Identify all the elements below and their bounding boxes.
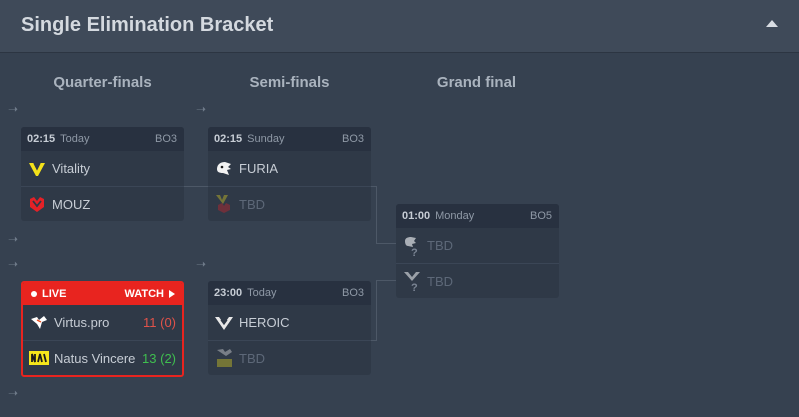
match-time: 01:00	[402, 210, 431, 222]
team-row[interactable]: TBD	[208, 186, 371, 221]
team-row[interactable]: FURIA	[208, 151, 371, 186]
match-time: 23:00	[214, 287, 243, 299]
match-header: 02:15 Today BO3	[21, 127, 184, 151]
panel-title: Single Elimination Bracket	[21, 14, 274, 36]
stage-label-grand-final: Grand final	[436, 74, 517, 91]
match-format: BO3	[341, 133, 364, 145]
match-header: 02:15 Sunday BO3	[208, 127, 371, 151]
team-name: TBD	[239, 350, 265, 366]
match-sf1[interactable]: 02:15 Sunday BO3 FURIA TBD	[208, 127, 371, 221]
bracket-header: Single Elimination Bracket	[0, 0, 799, 53]
team-name: Vitality	[52, 161, 91, 176]
virtus-pro-logo-icon	[29, 313, 49, 333]
match-grand-final[interactable]: 01:00 Monday BO5 ? TBD ? TBD	[396, 204, 559, 298]
team-name: TBD	[239, 196, 265, 212]
arrow-right-icon: ➝	[196, 257, 207, 271]
heroic-logo-icon	[214, 313, 234, 333]
connector-line	[376, 186, 396, 244]
team-row[interactable]: Natus Vincere 13 (2)	[23, 340, 182, 375]
match-day: Monday	[435, 210, 475, 222]
team-row[interactable]: Vitality	[21, 151, 184, 186]
watch-button[interactable]: WATCH	[124, 288, 175, 300]
connector-line	[376, 280, 396, 340]
unknown-team-icon	[214, 194, 234, 214]
arrow-right-icon: ➝	[8, 102, 19, 116]
arrow-right-icon: ➝	[8, 386, 19, 400]
match-sf2[interactable]: 23:00 Today BO3 HEROIC TBD	[208, 281, 371, 375]
arrow-right-icon: ➝	[8, 232, 19, 246]
arrow-right-icon: ➝	[8, 257, 19, 271]
match-header: 01:00 Monday BO5	[396, 204, 559, 228]
team-score: 13 (2)	[142, 350, 176, 366]
team-row[interactable]: HEROIC	[208, 305, 371, 340]
team-score: 11 (0)	[142, 315, 176, 330]
svg-text:?: ?	[411, 282, 418, 292]
match-day: Today	[60, 133, 90, 145]
team-name: Virtus.pro	[54, 315, 110, 330]
arrow-right-icon: ➝	[196, 102, 207, 116]
team-name: HEROIC	[239, 315, 290, 330]
stage-label-quarter-finals: Quarter-finals	[53, 74, 152, 91]
team-name: TBD	[427, 238, 453, 253]
live-status: LIVE	[31, 288, 66, 300]
furia-logo-icon	[214, 159, 234, 179]
unknown-team-icon: ?	[402, 271, 422, 292]
live-header: LIVE WATCH	[23, 283, 182, 305]
vitality-logo-icon	[27, 159, 47, 179]
navi-logo-icon	[29, 348, 49, 368]
connector-line	[371, 340, 377, 341]
team-row[interactable]: MOUZ	[21, 186, 184, 221]
collapse-chevron-up-icon[interactable]	[766, 20, 778, 27]
team-row[interactable]: ? TBD	[396, 228, 559, 263]
team-name: MOUZ	[52, 196, 91, 212]
match-time: 02:15	[214, 133, 243, 145]
team-row[interactable]: Virtus.pro 11 (0)	[23, 305, 182, 340]
unknown-team-icon: ?	[402, 236, 422, 257]
team-name: Natus Vincere	[54, 350, 136, 366]
match-qf1[interactable]: 02:15 Today BO3 Vitality MOUZ	[21, 127, 184, 221]
match-header: 23:00 Today BO3	[208, 281, 371, 305]
team-row[interactable]: TBD	[208, 340, 371, 375]
stage-label-semi-finals: Semi-finals	[249, 74, 330, 91]
team-row[interactable]: ? TBD	[396, 263, 559, 298]
mouz-logo-icon	[27, 194, 47, 214]
match-day: Sunday	[247, 133, 285, 145]
match-time: 02:15	[27, 133, 56, 145]
match-qf2-live[interactable]: LIVE WATCH Virtus.pro 11 (0) Natus Vince…	[21, 281, 184, 377]
play-triangle-icon	[169, 290, 175, 298]
match-format: BO3	[154, 133, 177, 145]
match-format: BO3	[341, 287, 364, 299]
unknown-team-icon	[214, 348, 234, 368]
svg-text:?: ?	[411, 247, 418, 257]
match-day: Today	[247, 287, 277, 299]
team-name: FURIA	[239, 161, 278, 176]
team-name: TBD	[427, 273, 453, 289]
match-format: BO5	[529, 210, 552, 222]
